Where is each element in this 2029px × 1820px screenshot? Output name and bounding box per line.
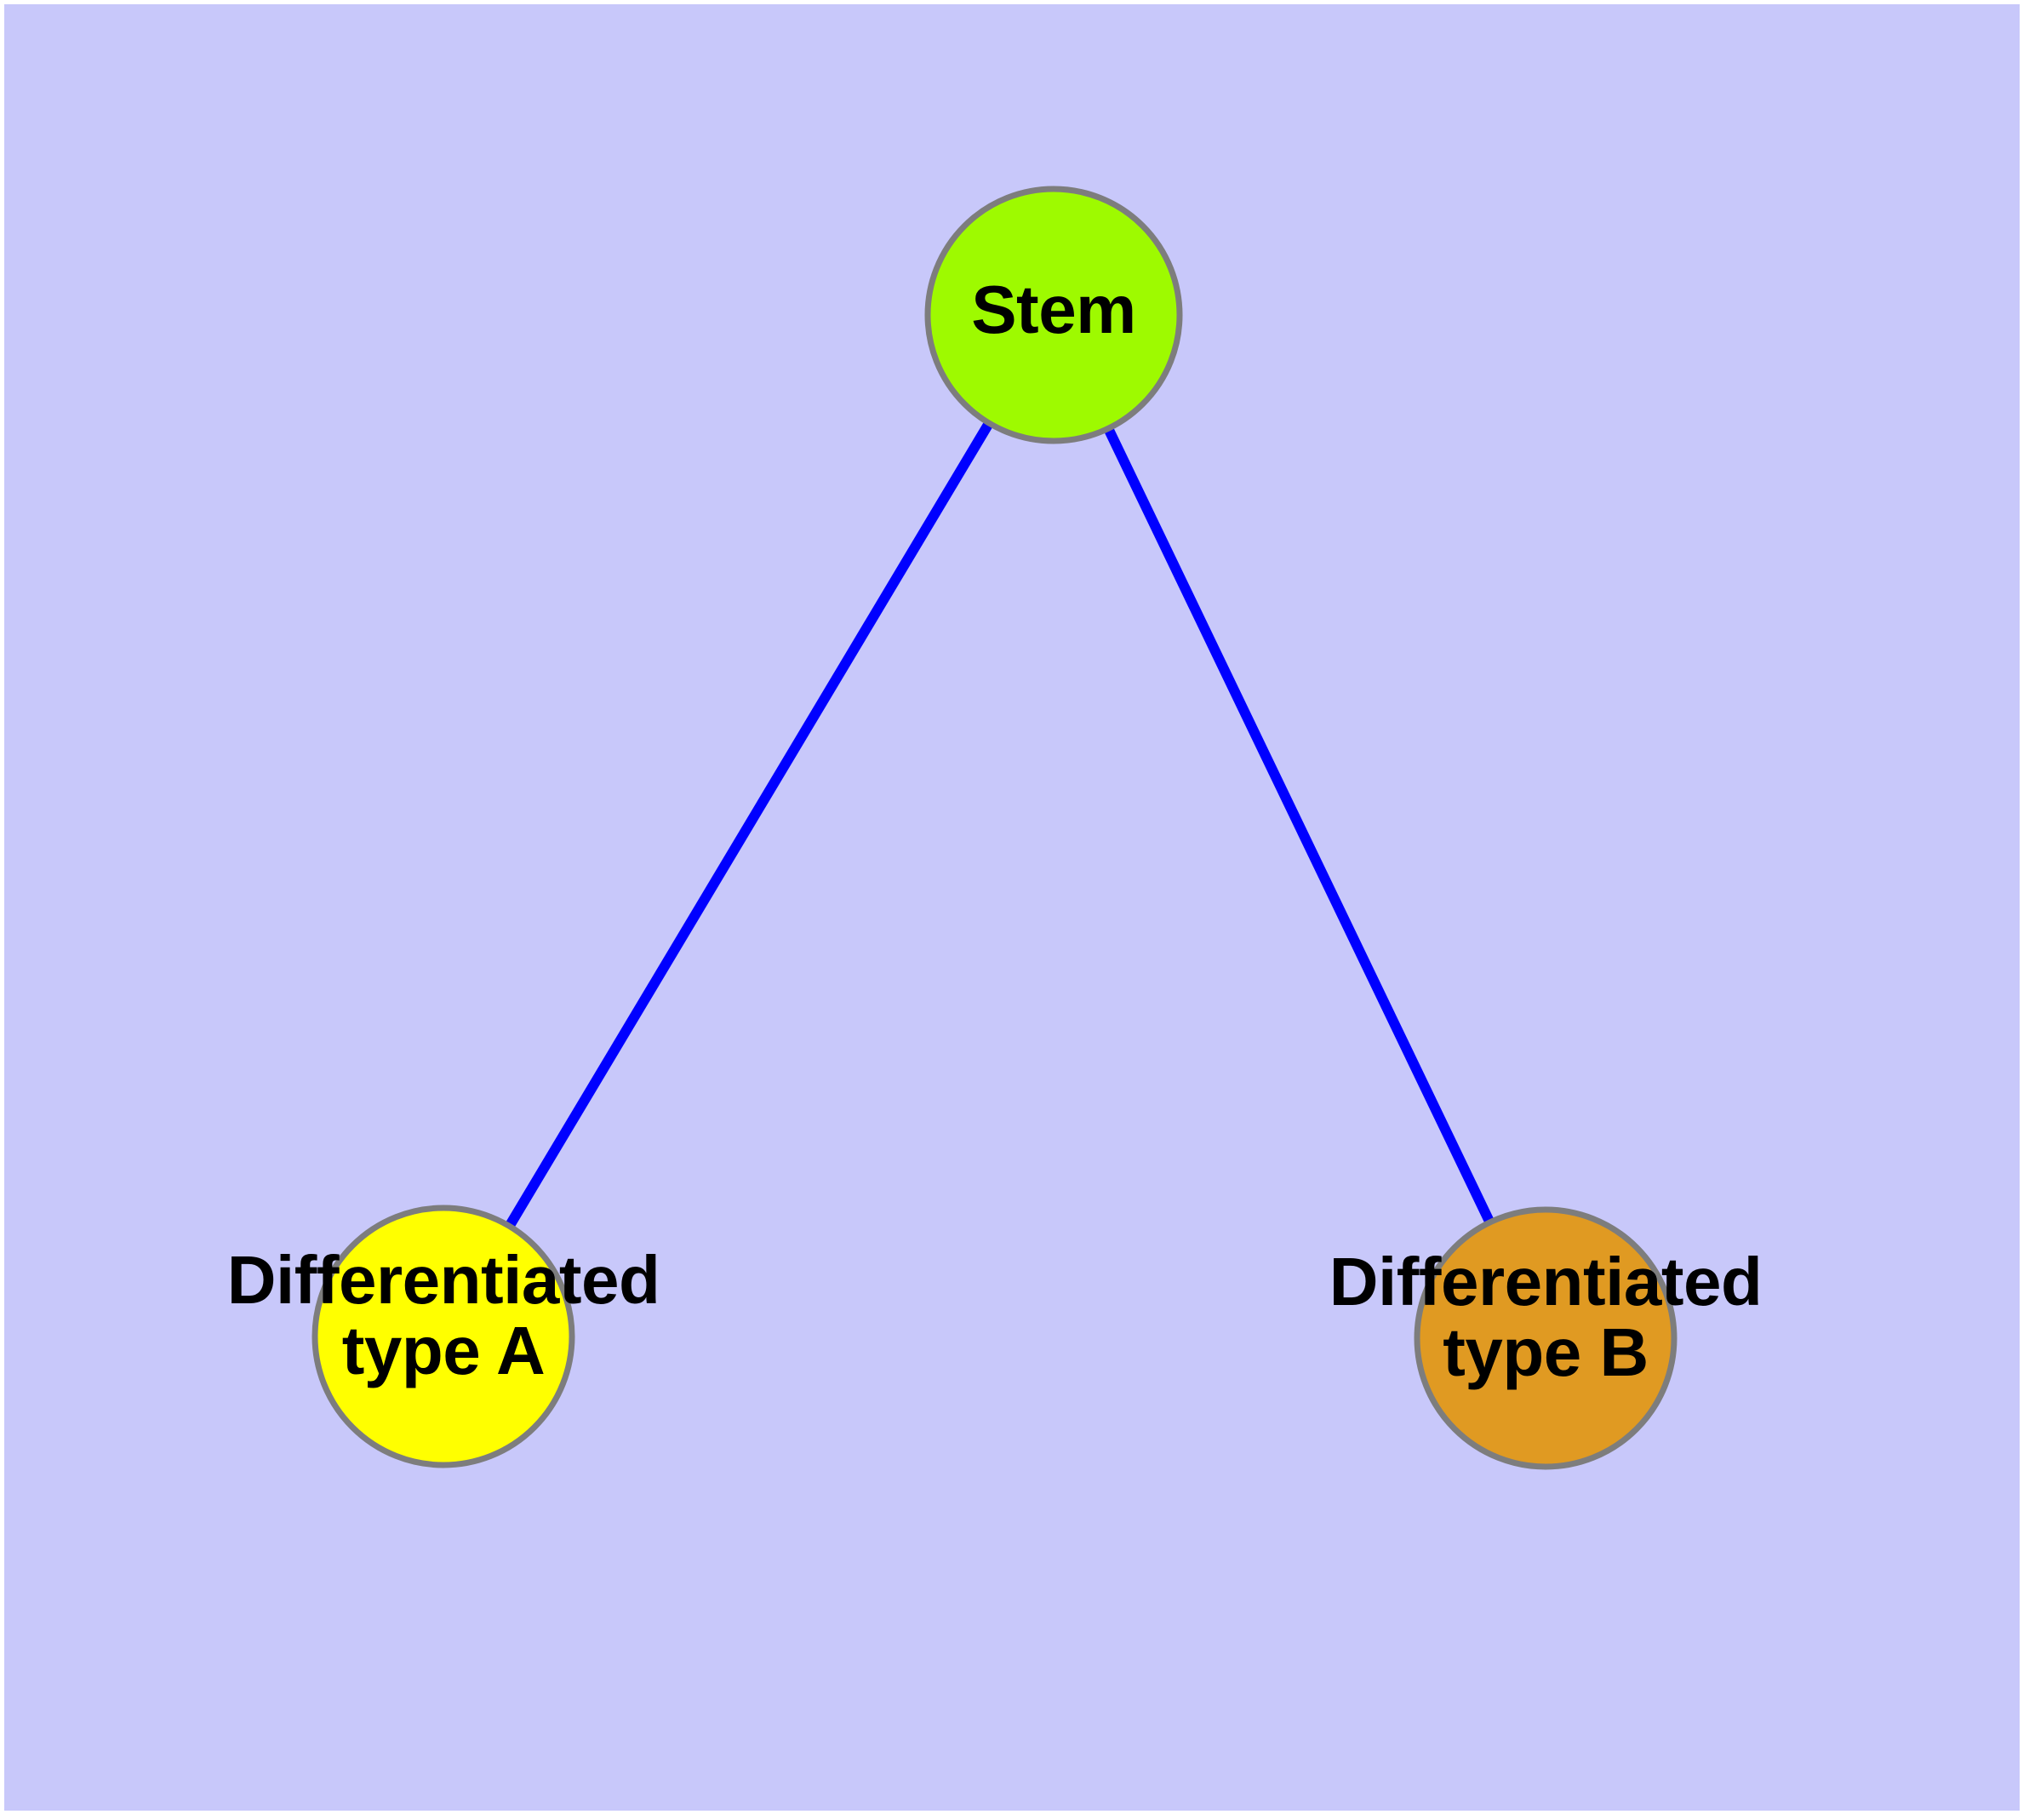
node-group: [311, 186, 1677, 1470]
node-stem[interactable]: [924, 186, 1183, 444]
node-differentiated-type-a[interactable]: [311, 1205, 575, 1468]
edge-stem-to-differentiated-type-a[interactable]: [505, 420, 994, 1229]
node-differentiated-type-b[interactable]: [1414, 1206, 1677, 1470]
edge-group: [505, 420, 1495, 1229]
edge-stem-to-differentiated-type-b[interactable]: [1103, 426, 1495, 1225]
